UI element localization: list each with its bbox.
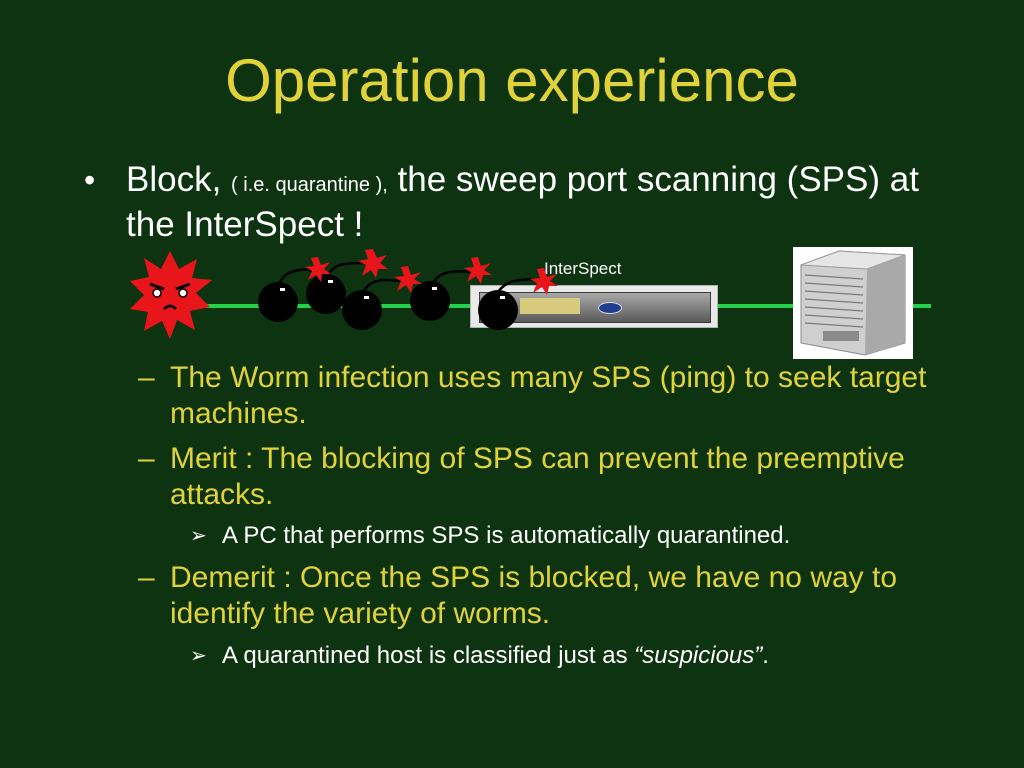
angry-worm-icon (130, 251, 212, 339)
arrow-bullet-icon: ➢ (190, 645, 207, 667)
sub-bullet-merit: – Merit : The blocking of SPS can preven… (138, 441, 950, 513)
bomb-icon (258, 274, 518, 330)
interspect-appliance (470, 285, 718, 328)
explosion-icon (305, 249, 558, 295)
sub-bullet-demerit: – Demerit : Once the SPS is blocked, we … (138, 560, 950, 632)
note-text: A PC that performs SPS is automatically … (222, 522, 791, 549)
dash-marker: – (138, 361, 155, 394)
quarantine-diagram: InterSpect (0, 240, 1024, 370)
sub-bullet-text: The Worm infection uses many SPS (ping) … (170, 361, 927, 430)
bullet-dot: • (84, 162, 96, 198)
bullet-aside: ( i.e. quarantine ), (231, 174, 388, 196)
interspect-label: InterSpect (544, 259, 622, 278)
note-suffix: . (762, 642, 769, 669)
bullet-rest: the sweep port scanning (SPS) at the Int… (126, 160, 919, 244)
dash-marker: – (138, 442, 155, 475)
main-bullet-text: Block, ( i.e. quarantine ), the sweep po… (126, 160, 946, 245)
sub-bullet-worm-infection: – The Worm infection uses many SPS (ping… (138, 360, 950, 432)
note-demerit: ➢ A quarantined host is classified just … (190, 641, 982, 671)
arrow-bullet-icon: ➢ (190, 525, 207, 547)
sub-bullet-text: Merit : The blocking of SPS can prevent … (170, 442, 905, 511)
worm-and-bombs (130, 249, 558, 339)
sub-bullet-text: Demerit : Once the SPS is blocked, we ha… (170, 561, 898, 630)
note-prefix: A quarantined host is classified just as (222, 642, 635, 669)
chassis-switch (793, 247, 913, 359)
note-merit: ➢ A PC that performs SPS is automaticall… (190, 521, 982, 551)
note-emphasis: “suspicious” (634, 642, 763, 669)
slide-title: Operation experience (225, 47, 799, 114)
bullet-lead: Block, (126, 160, 222, 199)
dash-marker: – (138, 561, 155, 594)
